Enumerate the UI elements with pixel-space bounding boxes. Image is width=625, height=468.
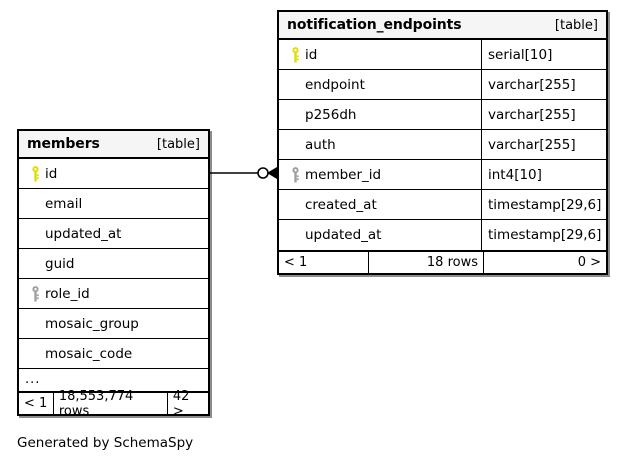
table-row[interactable]: created_at timestamp[29,6] bbox=[279, 190, 606, 220]
column-name-cell: created_at bbox=[279, 190, 481, 219]
column-name-cell: email bbox=[19, 189, 208, 218]
column-name-cell: updated_at bbox=[279, 220, 481, 250]
column-type: varchar[255] bbox=[488, 106, 576, 123]
column-type: int4[10] bbox=[488, 166, 542, 183]
column-name: mosaic_code bbox=[45, 345, 133, 362]
column-name-cell: guid bbox=[19, 249, 208, 278]
column-name: endpoint bbox=[305, 76, 365, 93]
table-type-tag: [table] bbox=[554, 17, 598, 33]
table-row[interactable]: p256dh varchar[255] bbox=[279, 100, 606, 130]
table-title: notification_endpoints bbox=[287, 17, 462, 33]
table-row[interactable]: updated_at bbox=[19, 219, 208, 249]
column-name-cell: endpoint bbox=[279, 70, 481, 99]
column-name: guid bbox=[45, 255, 75, 272]
table-row[interactable]: id serial[10] bbox=[279, 40, 606, 70]
footer-parent-count[interactable]: < 1 bbox=[24, 396, 48, 411]
table-row[interactable]: email bbox=[19, 189, 208, 219]
table-row[interactable]: mosaic_group bbox=[19, 309, 208, 339]
foreign-key-icon bbox=[25, 285, 45, 302]
column-name-cell: role_id bbox=[19, 279, 208, 308]
column-name: email bbox=[45, 195, 83, 212]
table-row[interactable]: endpoint varchar[255] bbox=[279, 70, 606, 100]
table-type-tag: [table] bbox=[156, 136, 200, 152]
ellipsis-label: ... bbox=[25, 372, 41, 387]
table-row[interactable]: id bbox=[19, 159, 208, 189]
table-title: members bbox=[27, 136, 100, 152]
footer-child-count[interactable]: 42 > bbox=[166, 389, 208, 419]
column-type-cell: timestamp[29,6] bbox=[481, 220, 606, 250]
column-name: member_id bbox=[305, 166, 382, 183]
column-name-cell: mosaic_group bbox=[19, 309, 208, 338]
column-name: role_id bbox=[45, 285, 90, 302]
column-type-cell: varchar[255] bbox=[481, 70, 606, 99]
column-name-cell: id bbox=[19, 159, 208, 188]
column-name-cell: updated_at bbox=[19, 219, 208, 248]
table-footer-members: < 1 18,553,774 rows 42 > bbox=[19, 389, 208, 419]
table-row[interactable]: role_id bbox=[19, 279, 208, 309]
column-name: p256dh bbox=[305, 106, 357, 123]
footer-row-count: 18 rows bbox=[368, 252, 483, 273]
column-name: id bbox=[305, 46, 318, 63]
table-members[interactable]: members [table] id bbox=[17, 129, 210, 419]
column-name-cell: auth bbox=[279, 130, 481, 159]
column-name: updated_at bbox=[305, 227, 382, 243]
column-type: serial[10] bbox=[488, 46, 553, 63]
primary-key-icon bbox=[285, 46, 305, 63]
table-header-members[interactable]: members [table] bbox=[19, 131, 208, 159]
foreign-key-icon bbox=[285, 166, 305, 183]
table-row[interactable]: updated_at timestamp[29,6] bbox=[279, 220, 606, 250]
footer-child-count[interactable]: 0 > bbox=[483, 252, 606, 273]
column-name: mosaic_group bbox=[45, 315, 139, 332]
column-name-cell: p256dh bbox=[279, 100, 481, 129]
column-type-cell: varchar[255] bbox=[481, 100, 606, 129]
generated-by-caption: Generated by SchemaSpy bbox=[17, 435, 194, 451]
table-row[interactable]: mosaic_code bbox=[19, 339, 208, 369]
column-type-cell: timestamp[29,6] bbox=[481, 190, 606, 219]
relationship-connector[interactable] bbox=[210, 158, 282, 188]
footer-parent-count[interactable]: < 1 bbox=[284, 255, 308, 270]
column-type: varchar[255] bbox=[488, 76, 576, 93]
column-name-cell: id bbox=[279, 40, 481, 69]
column-type-cell: varchar[255] bbox=[481, 130, 606, 159]
primary-key-icon bbox=[25, 165, 45, 182]
footer-row-count: 18,553,774 rows bbox=[52, 389, 167, 419]
column-name-cell: member_id bbox=[279, 160, 481, 189]
column-type: varchar[255] bbox=[488, 136, 576, 153]
column-type: timestamp[29,6] bbox=[488, 196, 602, 213]
table-header-notification-endpoints[interactable]: notification_endpoints [table] bbox=[279, 12, 606, 40]
column-name: created_at bbox=[305, 196, 377, 213]
column-name: updated_at bbox=[45, 225, 122, 242]
column-name: auth bbox=[305, 136, 336, 153]
column-type-cell: int4[10] bbox=[481, 160, 606, 189]
more-columns-indicator: ... bbox=[19, 369, 208, 391]
table-notification-endpoints[interactable]: notification_endpoints [table] id se bbox=[277, 10, 608, 275]
table-footer-notification-endpoints: < 1 18 rows 0 > bbox=[279, 250, 606, 273]
table-row[interactable]: member_id int4[10] bbox=[279, 160, 606, 190]
table-row[interactable]: guid bbox=[19, 249, 208, 279]
column-type: timestamp[29,6] bbox=[488, 227, 602, 243]
column-type-cell: serial[10] bbox=[481, 40, 606, 69]
column-name-cell: mosaic_code bbox=[19, 339, 208, 368]
column-name: id bbox=[45, 165, 58, 182]
table-row[interactable]: auth varchar[255] bbox=[279, 130, 606, 160]
